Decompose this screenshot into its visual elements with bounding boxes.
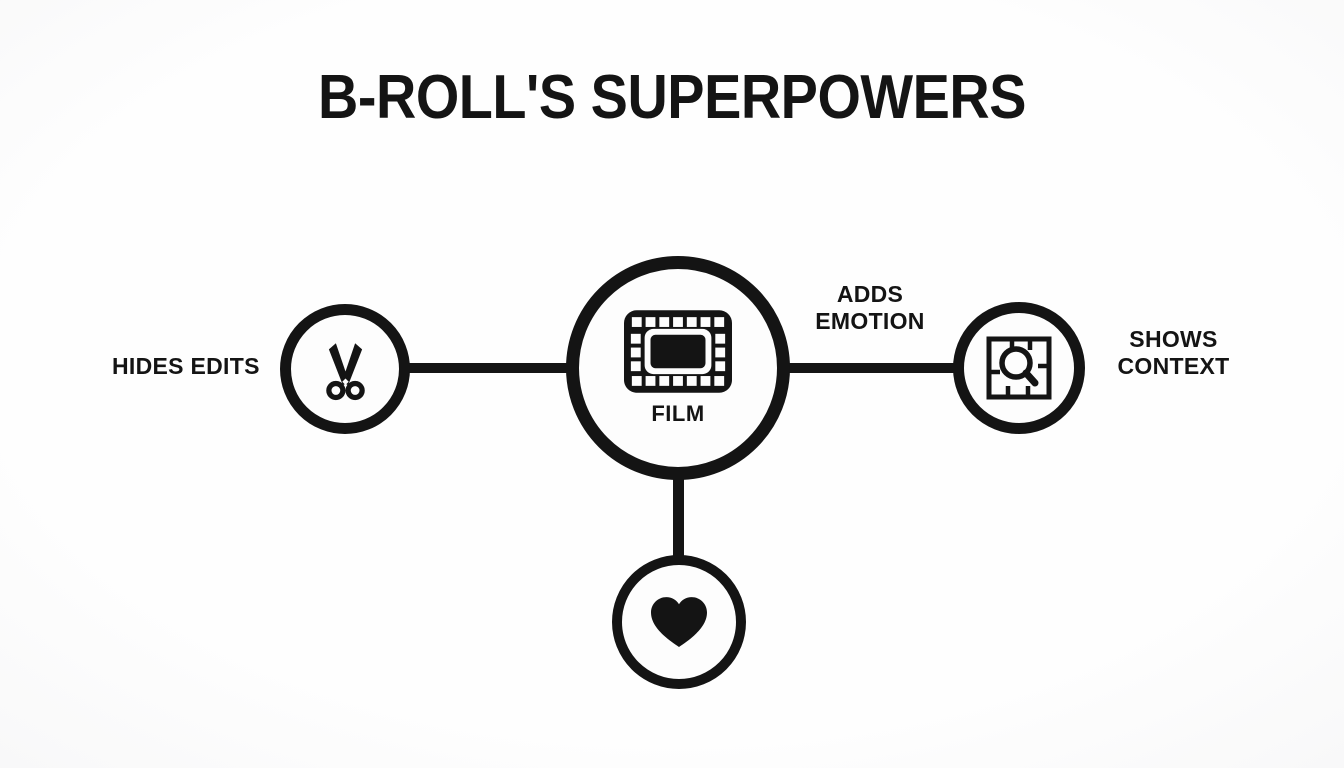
- film-label: FILM: [651, 400, 705, 426]
- heart-icon: [651, 596, 707, 648]
- scissors-icon: [319, 338, 372, 401]
- node-shows-context: [953, 302, 1085, 434]
- connector-right: [782, 363, 960, 373]
- connector-bottom: [673, 470, 684, 562]
- label-shows-context: SHOWS CONTEXT: [1117, 326, 1230, 379]
- map-magnifier-icon: [986, 336, 1052, 400]
- film-strip-icon: [624, 309, 732, 393]
- label-hides-edits: HIDES EDITS: [112, 353, 260, 379]
- page-title: B-ROLL'S SUPERPOWERS: [317, 63, 1027, 132]
- node-film: FILM: [566, 256, 790, 480]
- connector-left: [404, 363, 574, 373]
- node-adds-emotion: [612, 555, 746, 689]
- label-adds-emotion: ADDS EMOTION: [815, 281, 925, 334]
- node-hides-edits: [280, 304, 410, 434]
